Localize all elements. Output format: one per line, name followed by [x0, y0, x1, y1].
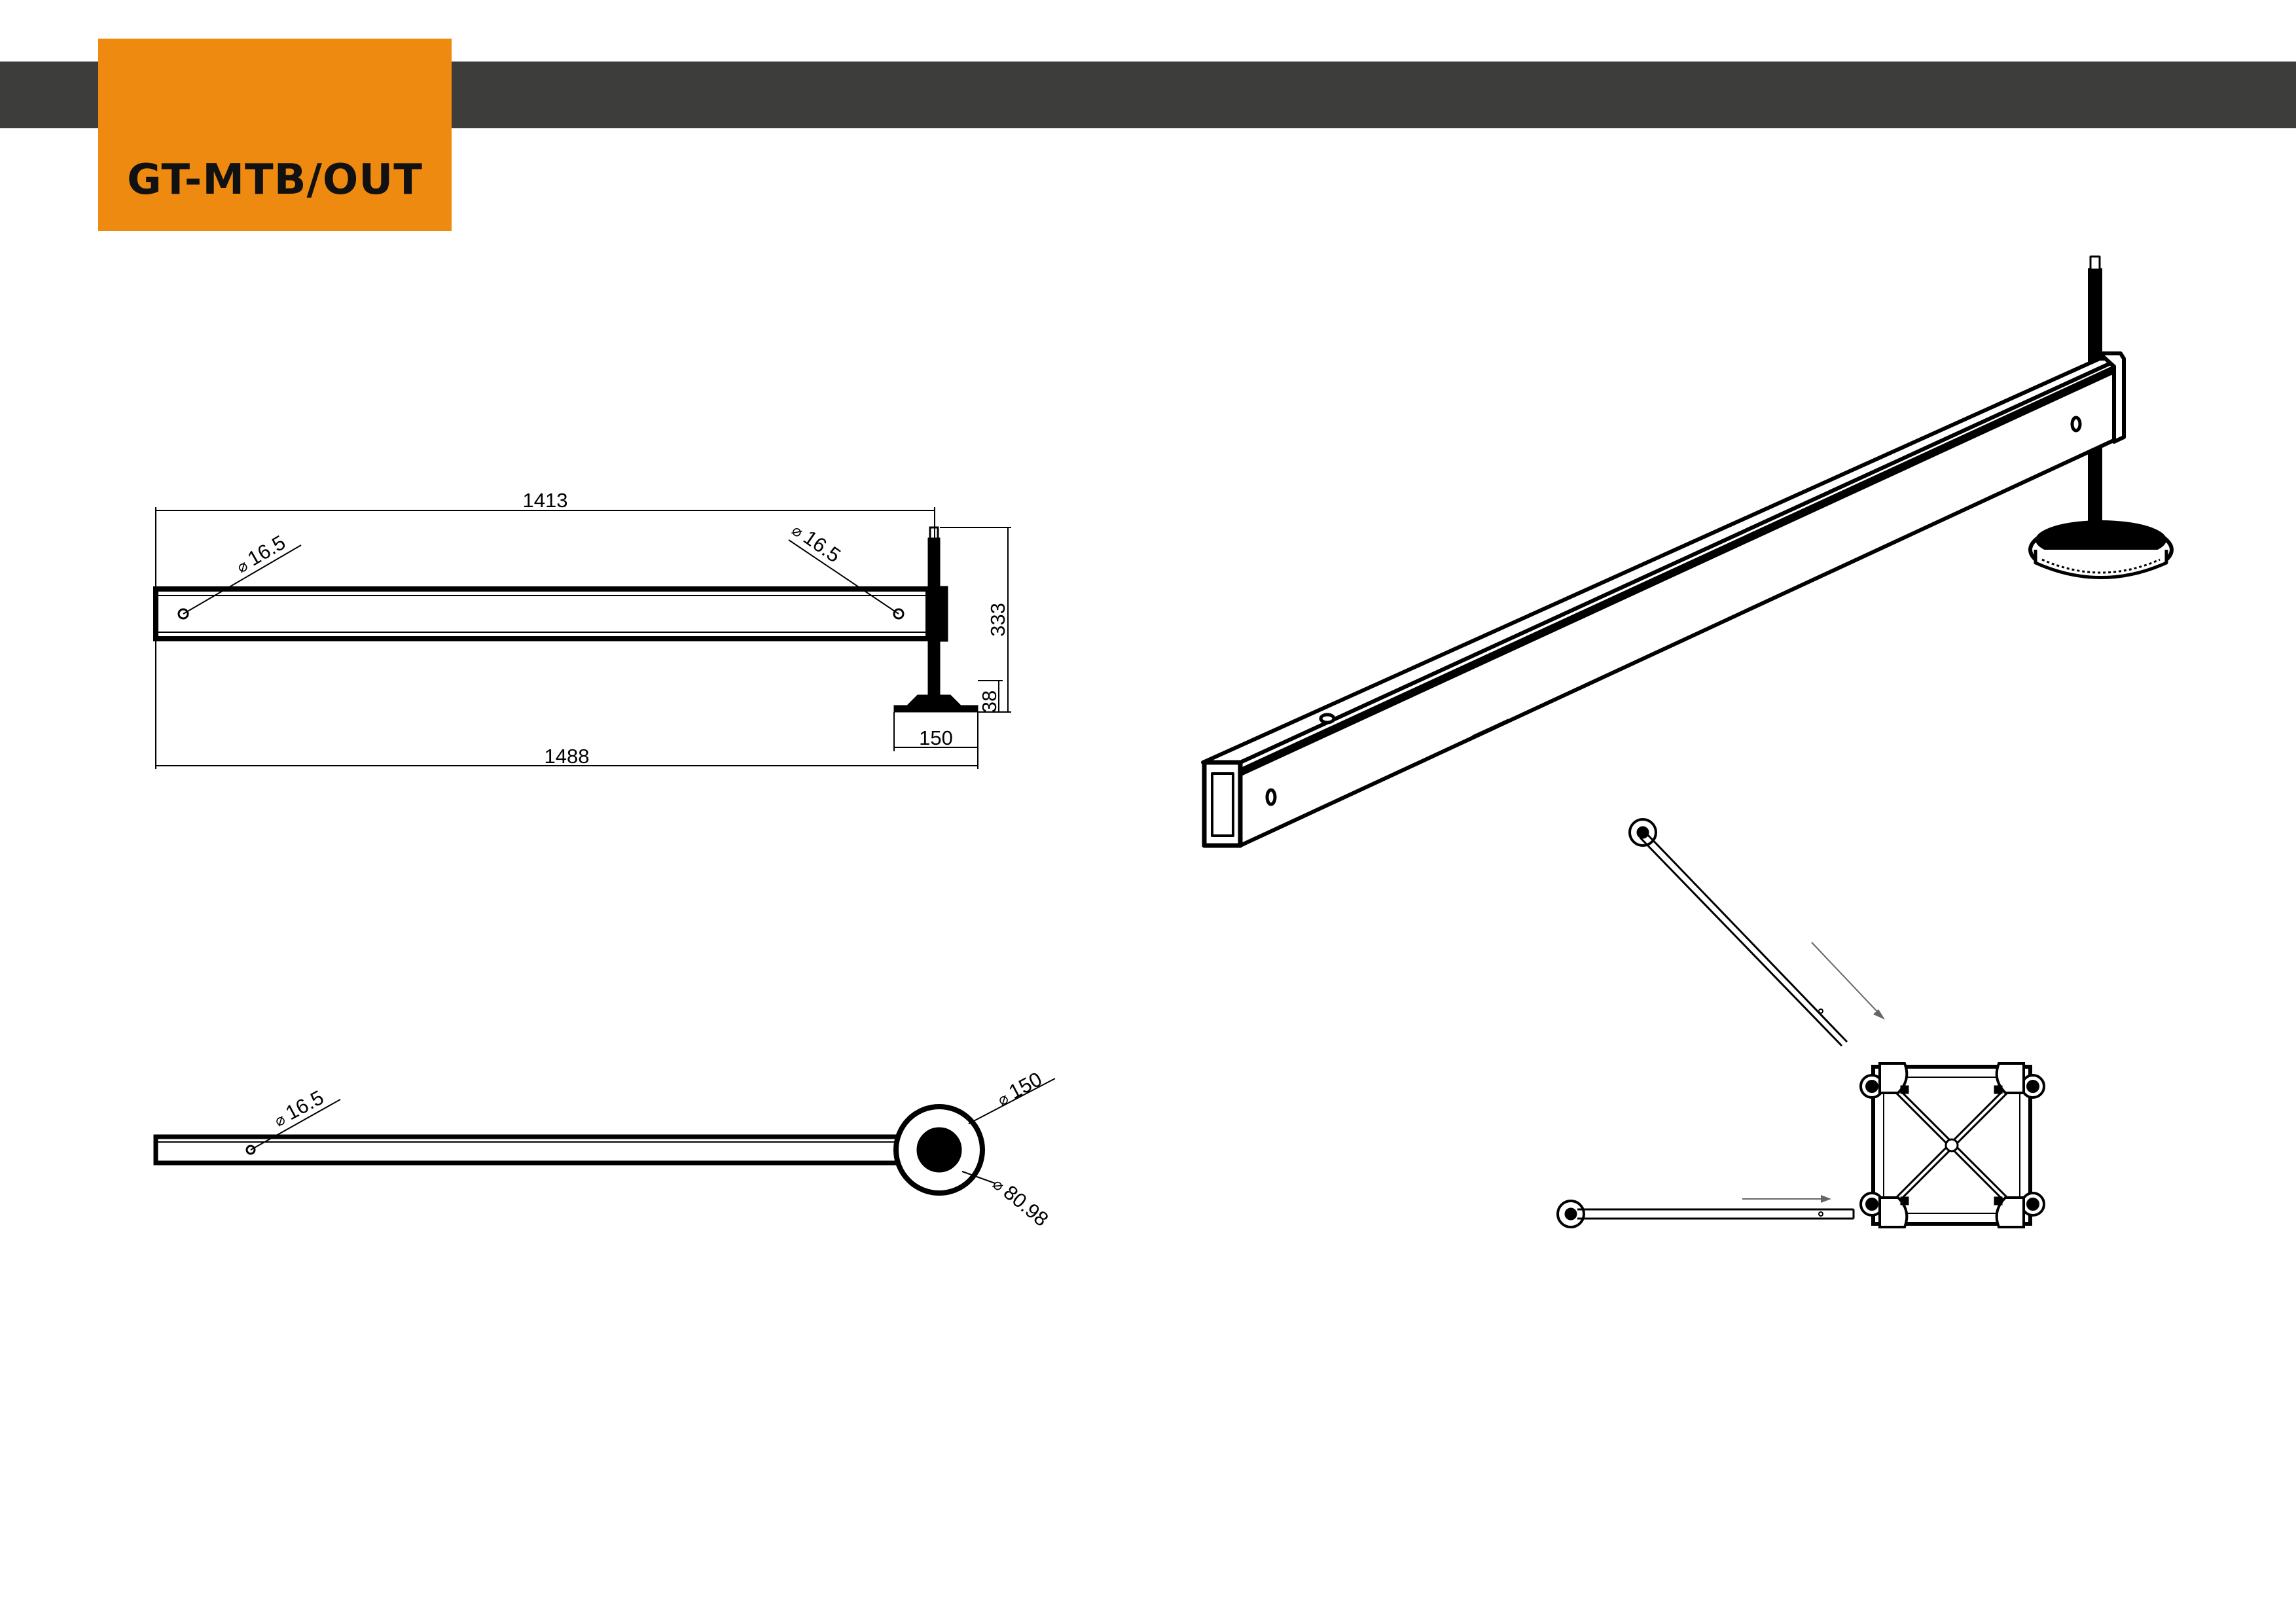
dim-overall-length: 1488: [545, 745, 590, 768]
iso-hole-far: [2070, 416, 2082, 433]
truss-corner-blocks: [1878, 1062, 2025, 1228]
side-hole-right: [893, 608, 905, 620]
side-foot-cone: [905, 694, 963, 707]
side-view: [153, 507, 1011, 769]
dim-height: 333: [986, 603, 1009, 637]
side-foot-plate: [893, 705, 978, 713]
dim-foot-height: 38: [978, 690, 1001, 713]
dim-top-hole: ⌀ 16.5: [270, 1086, 327, 1131]
iso-hole-near: [1265, 788, 1277, 806]
side-tube: [153, 586, 931, 641]
iso-hole-top: [1319, 713, 1336, 724]
truss-corner-feet: [1859, 1074, 2045, 1217]
dim-top-tube: ⌀ 80.98: [989, 1172, 1053, 1231]
top-tube: [153, 1134, 944, 1166]
svg-text:⌀ 16.5: ⌀ 16.5: [232, 531, 289, 577]
dim-top-foot: ⌀ 150: [993, 1067, 1046, 1110]
isometric-view: [1201, 255, 2174, 848]
assembly-arrow-diagonal: [1873, 1009, 1885, 1020]
dim-hole-right: ⌀ 16.5: [788, 518, 845, 567]
iso-beam-top: [1201, 357, 2123, 764]
svg-text:⌀ 150: ⌀ 150: [993, 1067, 1046, 1110]
top-foot-inner: [916, 1127, 962, 1173]
svg-text:⌀ 16.5: ⌀ 16.5: [270, 1086, 327, 1131]
dim-hole-left: ⌀ 16.5: [232, 531, 290, 577]
iso-sleeve: [2098, 351, 2126, 444]
side-hole-left: [177, 608, 189, 620]
svg-text:⌀ 16.5: ⌀ 16.5: [788, 518, 845, 567]
assembly-arrow-horizontal: [1821, 1195, 1831, 1203]
side-post: [927, 537, 941, 696]
assembly-detail: [1556, 818, 2045, 1228]
product-code: GT-MTB/OUT: [127, 155, 423, 204]
product-tag: [98, 39, 452, 231]
top-hole: [245, 1145, 256, 1155]
top-view: [153, 1078, 1056, 1196]
dim-tube-length: 1413: [523, 489, 568, 512]
svg-text:⌀ 80.98: ⌀ 80.98: [989, 1172, 1053, 1231]
dim-foot-width: 150: [919, 726, 953, 749]
